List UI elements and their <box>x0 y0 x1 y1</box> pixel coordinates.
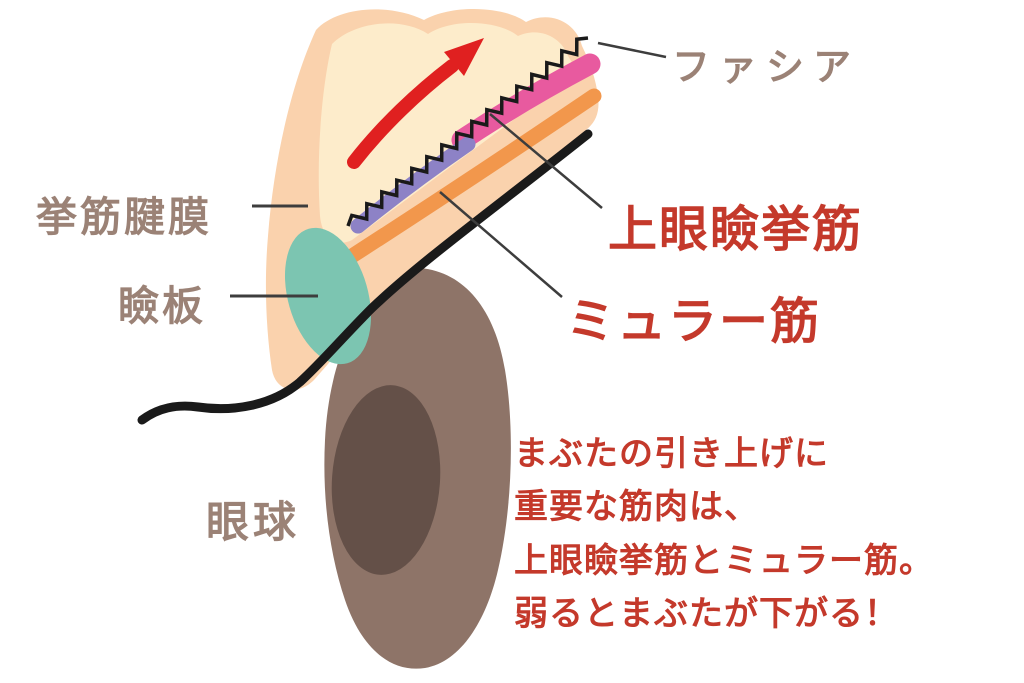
levator-leader-line <box>489 113 603 209</box>
fascia-leader-line <box>597 41 667 59</box>
eyelash-line <box>137 129 593 425</box>
label-muller-muscle: ミュラー筋 <box>566 293 822 350</box>
lift-arrow-head <box>444 38 484 76</box>
fascia-zigzag-line <box>346 36 589 227</box>
eyelid-inner-shape <box>318 22 578 243</box>
label-levator-muscle: 上眼瞼挙筋 <box>608 201 864 258</box>
caption-line-4: 弱るとまぶたが下がる！ <box>514 594 899 635</box>
muller-stripe-orange <box>344 88 602 264</box>
label-fascia: ファシア <box>672 45 861 89</box>
caption-line-1: まぶたの引き上げに <box>514 434 829 474</box>
caption-line-3: 上眼瞼挙筋とミュラー筋。 <box>514 540 934 581</box>
caption-text: まぶたの引き上げに 重要な筋肉は、 上眼瞼挙筋とミュラー筋。 弱るとまぶたが下が… <box>514 428 934 642</box>
eyeball-shadow <box>331 385 441 575</box>
levator-stripe-pink <box>451 53 601 151</box>
muller-leader-line <box>439 191 563 298</box>
label-eyeball: 眼球 <box>206 498 300 548</box>
label-levator-aponeurosis: 挙筋腱膜 <box>36 193 212 241</box>
lift-arrow <box>347 59 459 169</box>
caption-line-2: 重要な筋肉は、 <box>514 487 759 528</box>
label-tarsal-plate: 瞼板 <box>118 282 206 330</box>
